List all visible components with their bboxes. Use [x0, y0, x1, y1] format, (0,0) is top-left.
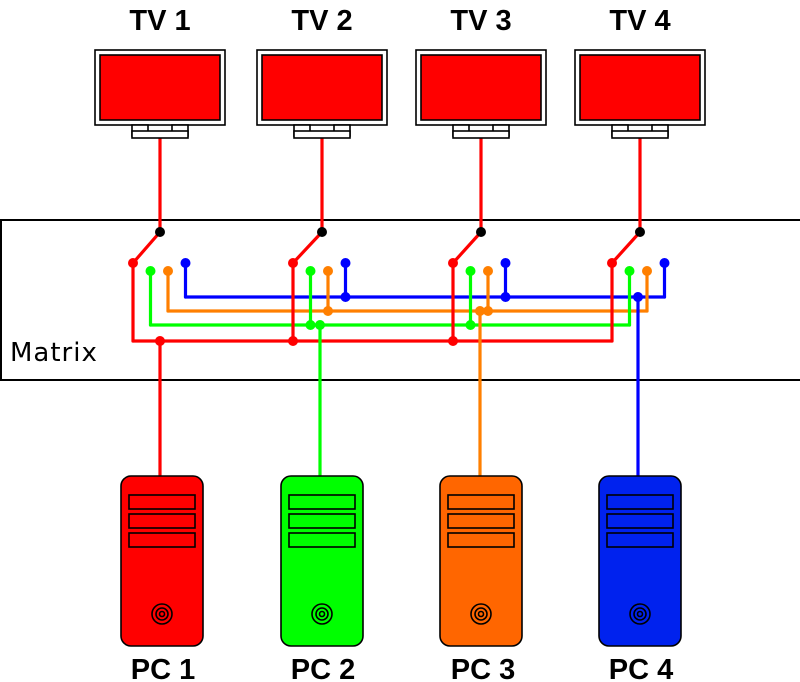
pc-1-drive-bay-3 [128, 532, 196, 548]
pc-1-label: PC 1 [131, 654, 195, 682]
switches [131, 230, 642, 265]
tv-1-base [131, 130, 189, 139]
pc-junction-2 [315, 320, 325, 330]
pin-dot-2-4 [340, 258, 351, 268]
bus-junction-2-4 [340, 292, 351, 302]
pin-dot-2-3 [323, 266, 333, 276]
bus-junction-3-2 [465, 320, 476, 330]
tv-3-screen [420, 54, 542, 121]
pc-1-power-ring-middle [155, 607, 169, 621]
bus-junction-2-2 [305, 320, 316, 330]
tv-1-screen [99, 54, 221, 121]
pin-dot-3-3 [483, 266, 493, 276]
bus-junction-3-4 [500, 292, 511, 302]
pin-dot-4-2 [624, 266, 635, 276]
pc-3-drive-bay-3 [447, 532, 515, 548]
pc-3-case [439, 475, 523, 647]
tv-4-screen [579, 54, 701, 121]
pc-4-drive-bay-3 [606, 532, 674, 548]
pin-dot-1-3 [163, 266, 173, 276]
pc-1-drive-bay-1 [128, 494, 196, 510]
pin-dot-4-4 [659, 258, 670, 268]
pc-1-power-ring-outer [151, 603, 173, 625]
pin-dot-4-3 [642, 266, 652, 276]
pc-3-power-button [477, 610, 485, 618]
pc-4-drive-bay-2 [606, 513, 674, 529]
tv-1-label: TV 1 [129, 5, 190, 37]
pc-2 [280, 475, 364, 647]
tvs [94, 49, 706, 139]
pc-2-drive-bay-2 [288, 513, 356, 529]
bus-junction-2-1 [288, 336, 298, 346]
pin-dot-3-2 [465, 266, 476, 276]
switch-pivot-2 [317, 227, 327, 237]
pin-dot-1-2 [145, 266, 156, 276]
switch-pivot-3 [476, 227, 486, 237]
tv-4-base [611, 130, 669, 139]
junction-dots [128, 227, 670, 346]
pin-dot-2-2 [305, 266, 316, 276]
tv-4 [574, 49, 706, 139]
pc-3-drive-bay-1 [447, 494, 515, 510]
pc-2-drive-bay-3 [288, 532, 356, 548]
pc-4-drive-bay-1 [606, 494, 674, 510]
pin-dot-1-4 [180, 258, 191, 268]
pc-junction-1 [155, 336, 165, 346]
pin-dot-2-1 [288, 258, 298, 268]
pc-4 [598, 475, 682, 647]
switch-arm-4 [610, 230, 642, 265]
bus-junction-3-3 [483, 306, 493, 316]
pc-4-power-button [636, 610, 644, 618]
switch-pivot-1 [155, 227, 165, 237]
bus-junction-2-3 [323, 306, 333, 316]
pc-4-case [598, 475, 682, 647]
pc-junction-3 [475, 306, 485, 316]
matrix-box [0, 219, 800, 381]
pc-1-case [120, 475, 204, 647]
pc-1-power-button [158, 610, 166, 618]
tv-3-label: TV 3 [450, 5, 511, 37]
pin-dot-3-1 [448, 258, 458, 268]
pc-4-power-ring-outer [629, 603, 651, 625]
pc-3-power-ring-outer [470, 603, 492, 625]
pc-2-power-ring-middle [315, 607, 329, 621]
pc-3-label: PC 3 [451, 654, 515, 682]
tv-2-label: TV 2 [291, 5, 352, 37]
pc-2-power-button [318, 610, 326, 618]
pin-dot-1-1 [128, 258, 138, 268]
pc-3-power-ring-middle [474, 607, 488, 621]
tv-2-base [293, 130, 351, 139]
pc-2-power-ring-outer [311, 603, 333, 625]
wires [131, 136, 667, 480]
tv-3 [415, 49, 547, 139]
tv-2 [256, 49, 388, 139]
pc-3 [439, 475, 523, 647]
tv-2-screen [261, 54, 383, 121]
tv-1 [94, 49, 226, 139]
pcs [120, 475, 682, 647]
switch-arm-2 [291, 230, 324, 265]
bus-junction-3-1 [448, 336, 458, 346]
pc-4-power-ring-middle [633, 607, 647, 621]
tv-4-label: TV 4 [609, 5, 670, 37]
switch-pivot-4 [635, 227, 645, 237]
pc-4-label: PC 4 [609, 654, 673, 682]
tv-3-base [452, 130, 510, 139]
switch-arm-3 [451, 230, 483, 265]
pc-1 [120, 475, 204, 647]
matrix-label: Matrix [10, 338, 98, 368]
pc-2-drive-bay-1 [288, 494, 356, 510]
pc-2-case [280, 475, 364, 647]
pin-dot-4-1 [607, 258, 617, 268]
pin-dot-3-4 [500, 258, 511, 268]
pc-junction-4 [633, 292, 643, 302]
switch-arm-1 [131, 230, 162, 265]
pc-3-drive-bay-2 [447, 513, 515, 529]
pc-2-label: PC 2 [291, 654, 355, 682]
pc-1-drive-bay-2 [128, 513, 196, 529]
